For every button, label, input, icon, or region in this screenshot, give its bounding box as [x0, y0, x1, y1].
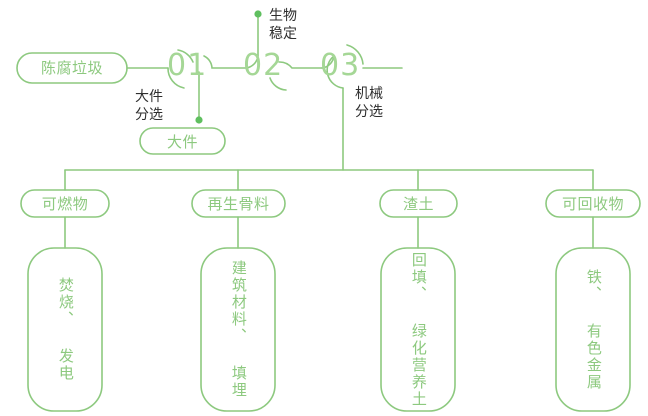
- stage-label-02-process: 生物 稳定: [269, 8, 297, 42]
- arc-03-lower-left: [326, 55, 344, 89]
- detail-box-label-3: 回填、 绿化营养土: [409, 251, 428, 408]
- detail-box-1-outline: [27, 247, 103, 412]
- arc-02-lower-left: [269, 77, 287, 91]
- detail-box-2: 建筑材料、 填埋: [201, 248, 275, 411]
- branch-pill-label-4: 可回收物: [561, 195, 624, 213]
- arc-02-right: [278, 61, 323, 69]
- stage-label-01-process: 大件 分选: [135, 89, 163, 123]
- detail-box-3: 回填、 绿化营养土: [381, 248, 455, 411]
- dot-dalian-endpoint: [195, 116, 203, 124]
- arc-01-lower-left: [167, 67, 185, 89]
- arc-01-upper-left: [177, 49, 194, 63]
- detail-box-label-1: 焚烧、 发电: [56, 277, 75, 382]
- detail-box-2-outline: [200, 247, 276, 412]
- output-pill-dalian-label: 大件: [166, 133, 198, 151]
- arc-02-upper-left: [245, 55, 259, 69]
- arc-01-right: [203, 55, 247, 69]
- detail-box-4-outline: [555, 247, 631, 412]
- detail-box-1: 焚烧、 发电: [28, 248, 102, 411]
- stage-number-02: 02: [243, 48, 284, 83]
- output-pill-dalian-outline: [139, 127, 226, 155]
- stage-label-03-process: 机械 分选: [355, 86, 383, 120]
- branch-pill-label-1: 可燃物: [41, 195, 89, 213]
- arc-03-upper-right: [346, 44, 364, 65]
- dot-biostable-endpoint: [254, 10, 262, 18]
- branch-pill-label-2: 再生骨料: [207, 195, 270, 213]
- stage-number-01: 01: [167, 48, 208, 83]
- branch-pill-label-3: 渣土: [402, 195, 434, 213]
- detail-box-label-2: 建筑材料、 填埋: [229, 260, 248, 399]
- detail-box-3-outline: [380, 247, 456, 412]
- detail-box-4: 铁、 有色金属: [556, 248, 630, 411]
- stage-number-03: 03: [320, 48, 361, 83]
- source-pill-label: 陈腐垃圾: [40, 59, 103, 77]
- detail-box-label-4: 铁、 有色金属: [584, 268, 603, 391]
